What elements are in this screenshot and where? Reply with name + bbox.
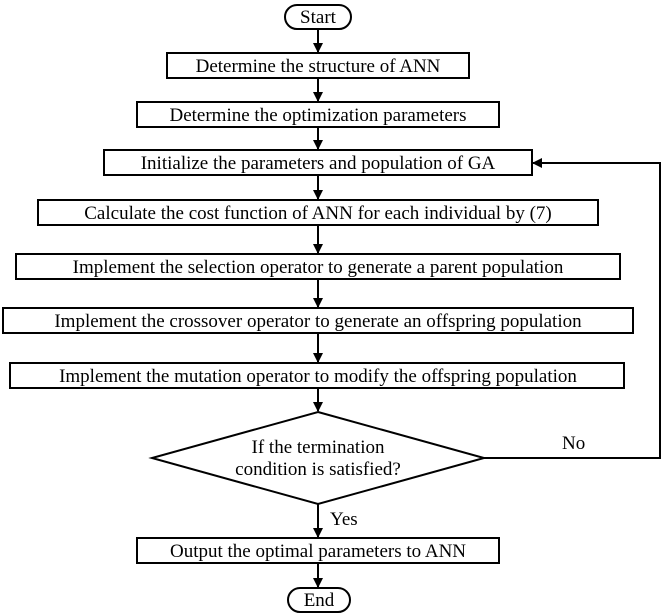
step-mutation-operator-label: Implement the mutation operator to modif… bbox=[59, 366, 577, 387]
end-node: End bbox=[287, 587, 351, 613]
decision-termination: If the termination condition is satisfie… bbox=[148, 410, 488, 506]
decision-line-2: condition is satisfied? bbox=[235, 459, 401, 480]
step-mutation-operator: Implement the mutation operator to modif… bbox=[9, 362, 625, 389]
step-crossover-operator: Implement the crossover operator to gene… bbox=[2, 307, 634, 334]
no-branch-label: No bbox=[562, 433, 585, 454]
step-initialize-ga-label: Initialize the parameters and population… bbox=[141, 153, 496, 174]
step-output-optimal-parameters: Output the optimal parameters to ANN bbox=[136, 537, 500, 564]
step-initialize-ga: Initialize the parameters and population… bbox=[103, 149, 533, 176]
end-label: End bbox=[304, 590, 335, 611]
step-calculate-cost-function: Calculate the cost function of ANN for e… bbox=[37, 199, 599, 226]
step-selection-operator: Implement the selection operator to gene… bbox=[15, 253, 621, 280]
step-determine-structure-label: Determine the structure of ANN bbox=[196, 56, 441, 77]
step-determine-optimization-parameters-label: Determine the optimization parameters bbox=[169, 105, 466, 126]
step-determine-optimization-parameters: Determine the optimization parameters bbox=[136, 101, 500, 128]
step-determine-structure: Determine the structure of ANN bbox=[166, 52, 470, 79]
step-calculate-cost-function-label: Calculate the cost function of ANN for e… bbox=[84, 203, 551, 224]
start-node: Start bbox=[284, 4, 352, 30]
start-label: Start bbox=[300, 7, 337, 28]
yes-branch-label: Yes bbox=[330, 509, 358, 530]
arrow-decision-no-loop bbox=[484, 158, 661, 459]
step-output-optimal-parameters-label: Output the optimal parameters to ANN bbox=[170, 541, 466, 562]
step-crossover-operator-label: Implement the crossover operator to gene… bbox=[54, 311, 582, 332]
step-selection-operator-label: Implement the selection operator to gene… bbox=[73, 257, 564, 278]
decision-line-1: If the termination bbox=[252, 437, 385, 458]
